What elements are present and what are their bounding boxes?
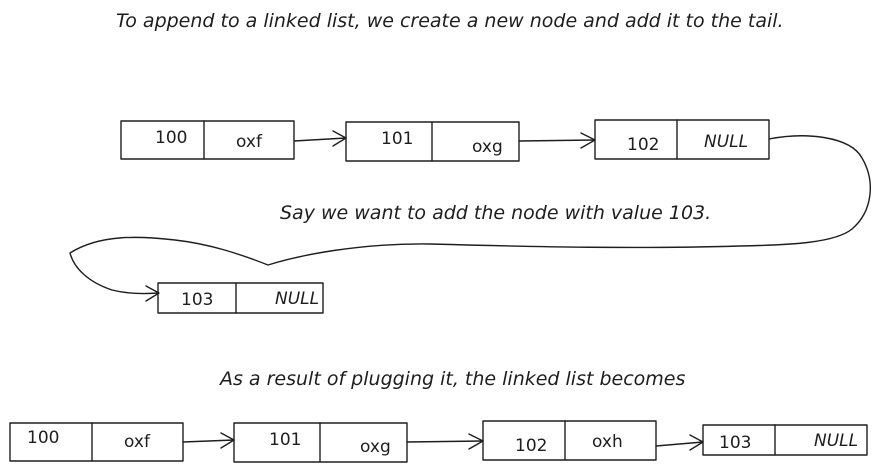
top-node-2-next: NULL xyxy=(704,132,748,152)
top-node-2-value: 102 xyxy=(627,135,659,155)
bottom-node-1-next: oxg xyxy=(360,437,391,457)
bottom-arrow-0-1 xyxy=(182,432,235,449)
new-node-next: NULL xyxy=(275,289,319,309)
bottom-list: 100 oxf 101 oxg 102 oxh xyxy=(9,420,868,463)
bottom-node-3-next: NULL xyxy=(814,431,858,451)
top-arrow-1-2 xyxy=(518,132,596,149)
top-node-0: 100 oxf xyxy=(120,120,295,160)
bottom-node-3: 103 NULL xyxy=(702,424,868,456)
loop-arrow-to-new-node xyxy=(69,135,871,302)
top-arrow-0-1 xyxy=(293,130,347,147)
bottom-arrow-1-2 xyxy=(406,433,484,450)
top-list: 100 oxf 101 oxg 102 NULL xyxy=(120,119,770,162)
top-node-1-next: oxg xyxy=(472,137,503,157)
bottom-node-0-next: oxf xyxy=(124,432,151,452)
top-node-2: 102 NULL xyxy=(594,119,770,160)
caption-result: As a result of plugging it, the linked l… xyxy=(218,368,685,390)
bottom-node-0-value: 100 xyxy=(27,428,59,448)
bottom-node-0: 100 oxf xyxy=(9,422,184,462)
caption-intro: To append to a linked list, we create a … xyxy=(116,10,784,32)
new-node-value: 103 xyxy=(181,290,213,310)
bottom-node-2-value: 102 xyxy=(515,436,547,456)
top-node-1: 101 oxg xyxy=(345,121,520,162)
bottom-arrow-2-3 xyxy=(655,434,704,451)
bottom-node-3-value: 103 xyxy=(719,433,751,453)
bottom-node-2-next: oxh xyxy=(592,432,623,452)
top-node-0-next: oxf xyxy=(236,132,263,152)
bottom-node-1: 101 oxg xyxy=(233,422,408,463)
top-node-1-value: 101 xyxy=(381,129,413,149)
new-node: 103 NULL xyxy=(157,282,324,314)
bottom-node-2: 102 oxh xyxy=(482,420,657,461)
top-node-0-value: 100 xyxy=(155,128,187,148)
bottom-node-1-value: 101 xyxy=(269,430,301,450)
caption-middle: Say we want to add the node with value 1… xyxy=(280,202,711,224)
